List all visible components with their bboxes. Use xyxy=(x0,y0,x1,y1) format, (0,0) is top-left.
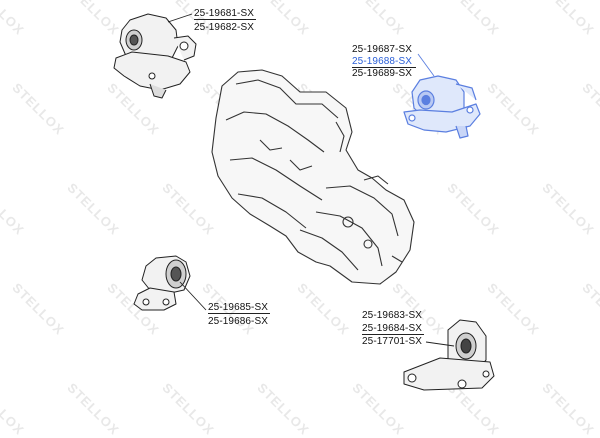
label-underline xyxy=(352,67,416,68)
part-number-label: 25-19686-SX xyxy=(208,316,269,327)
part-number-label: 25-19683-SX xyxy=(362,310,423,321)
engine-mount-bottom-right xyxy=(403,319,495,391)
part-number-label: 25-19685-SX xyxy=(208,302,269,313)
part-number-label-highlighted: 25-19688-SX xyxy=(352,56,413,67)
part-number-label: 25-19689-SX xyxy=(352,68,413,79)
part-number-label: 25-17701-SX xyxy=(362,336,423,347)
leader-line-top-left xyxy=(167,13,193,23)
parts-diagram xyxy=(113,13,495,391)
engine-mount-mid-left xyxy=(133,255,191,311)
part-number-label: 25-19681-SX xyxy=(194,8,255,19)
transmission-housing xyxy=(211,69,415,285)
engine-mount-top-right xyxy=(403,75,481,139)
label-underline xyxy=(208,313,270,314)
leader-line-bottom-right xyxy=(425,341,455,347)
label-underline xyxy=(194,19,256,20)
label-underline xyxy=(362,334,424,335)
part-number-label: 25-19684-SX xyxy=(362,323,423,334)
part-number-label: 25-19682-SX xyxy=(194,22,255,33)
leader-line-mid-left xyxy=(179,281,207,311)
engine-mount-top-left xyxy=(113,13,197,99)
part-number-label: 25-19687-SX xyxy=(352,44,413,55)
leader-line-top-right xyxy=(417,53,435,77)
